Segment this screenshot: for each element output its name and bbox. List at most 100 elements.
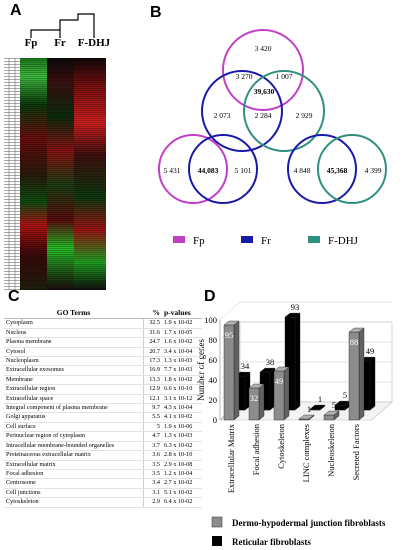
cell-pval: 4.3 x 10-04 <box>162 403 202 414</box>
bar <box>223 320 240 421</box>
legend-label-reticular: Reticular fibroblasts <box>232 537 311 547</box>
cell-pct: 16.9 <box>143 365 163 376</box>
venn-pair2-center: 45,368 <box>327 166 348 175</box>
y-tick-label: 60 <box>209 355 218 365</box>
heatmap-label-fp: Fp <box>25 37 38 49</box>
venn-pair2-right: 4 399 <box>365 166 382 175</box>
cell-term: Proteinaceous extracellular matrix <box>4 450 144 461</box>
cell-pct: 3.1 <box>143 488 163 499</box>
cell-pct: 24.7 <box>143 337 163 348</box>
x-category-label: Focal adhesion <box>251 423 261 475</box>
bar <box>309 404 326 411</box>
column-dendrogram <box>30 13 95 38</box>
legend-label-fr: Fr <box>261 235 271 247</box>
venn-fp-fr: 3 270 <box>236 72 253 81</box>
cell-pval: 2.8 x 10-10 <box>162 450 202 461</box>
cell-term: Extracellular space <box>4 394 144 405</box>
panel-letter-b: B <box>150 4 162 21</box>
venn-fdhj-only: 2 929 <box>296 111 313 120</box>
cell-pval: 1.9 x 10-02 <box>162 318 202 329</box>
cell-pct: 17.3 <box>143 356 163 367</box>
y-tick-label: 0 <box>213 415 217 425</box>
gridline <box>219 321 392 341</box>
venn-circle-fr <box>201 70 283 152</box>
bar-value-label: 49 <box>366 346 375 356</box>
venn-circle-fp <box>222 29 304 111</box>
heatmap-label-fdhj: F-DHJ <box>78 37 111 49</box>
cell-pval: 1.2 x 10-04 <box>162 469 202 480</box>
cell-pct: 32.5 <box>143 318 163 329</box>
cell-pval: 1.3 x 10-03 <box>162 431 202 442</box>
bar-value-label: 32 <box>250 393 259 403</box>
cell-term: Perinuclear region of cytoplasm <box>4 431 144 442</box>
cell-pct: 2.9 <box>143 497 163 508</box>
bar-value-label: 49 <box>275 376 284 386</box>
bar-value-label: 5 <box>332 400 336 410</box>
cell-pct: 3.5 <box>143 460 163 470</box>
legend-swatch-fdhj <box>308 236 320 243</box>
cell-pval: 3.1 x 10-12 <box>162 394 202 405</box>
cell-pval: 1.3 x 10-03 <box>162 356 202 367</box>
cell-term: Cytosol <box>4 347 144 358</box>
bar <box>248 383 265 421</box>
venn-panel <box>158 29 387 204</box>
cell-pval: 2.9 x 10-08 <box>162 460 202 470</box>
venn-pair1-fr <box>188 134 258 204</box>
venn-fr-only: 2 073 <box>214 111 231 120</box>
cell-pval: 6.6 x 10-10 <box>162 384 202 395</box>
cell-pct: 5 <box>143 422 163 433</box>
cell-pct: 3.6 <box>143 450 163 461</box>
cell-term: Golgi apparatus <box>4 412 144 423</box>
cell-pval: 5.1 x 10-02 <box>162 488 202 499</box>
cell-pval: 1.8 x 10-02 <box>162 375 202 386</box>
legend-swatch-fp <box>173 236 185 243</box>
bar <box>323 410 340 421</box>
legend-swatch-reticular <box>212 536 222 546</box>
cell-pval: 7.7 x 10-03 <box>162 365 202 376</box>
legend-label-fdhj: F-DHJ <box>328 235 359 247</box>
venn-fp-fdhj: 1 007 <box>276 72 293 81</box>
cell-pval: 6.4 x 10-02 <box>162 497 202 508</box>
venn-all: 39,630 <box>254 87 275 96</box>
venn-pair1-center: 44,083 <box>198 166 219 175</box>
cell-term: Cell surface <box>4 422 144 433</box>
x-category-label: Nucleoskeleton <box>326 423 336 477</box>
bar-value-label: 95 <box>225 330 234 340</box>
bar-value-label: 34 <box>241 361 250 371</box>
cell-pct: 3.4 <box>143 478 163 489</box>
gridline <box>219 301 392 321</box>
header-percent: % <box>143 308 163 320</box>
cell-term: Cytoplasm <box>4 318 144 329</box>
cell-term: Plasma membrane <box>4 337 144 348</box>
cell-term: Intracellular membrane-bounded organelle… <box>4 441 144 452</box>
y-tick-label: 20 <box>209 395 218 405</box>
venn-pair2-left: 4 848 <box>294 166 311 175</box>
cell-pval: 1.7 x 10-05 <box>162 328 202 339</box>
cell-pval: 1.6 x 10-02 <box>162 337 202 348</box>
row-dendrogram <box>4 58 20 290</box>
venn-pair2-fdhj <box>317 134 387 204</box>
bar-value-label: 88 <box>350 337 359 347</box>
bar-value-label: 38 <box>266 357 275 367</box>
cell-term: Extracellular matrix <box>4 460 144 470</box>
heatmap-panel: Fp Fr F-DHJ <box>4 13 111 290</box>
heatmap-label-fr: Fr <box>54 37 66 49</box>
venn-pair1-fp <box>158 134 228 204</box>
